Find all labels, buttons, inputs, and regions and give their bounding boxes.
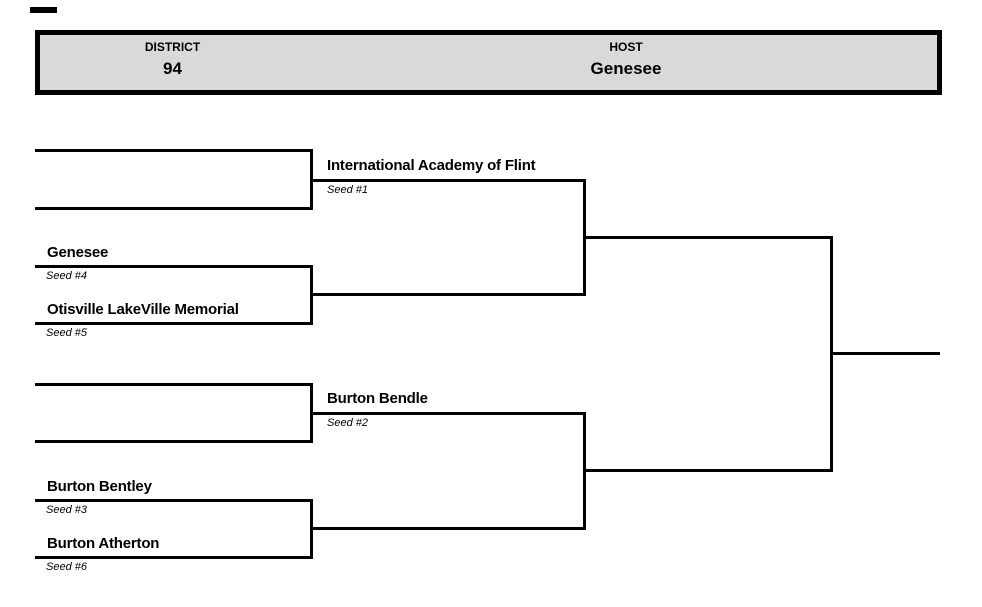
seed-label-seed5: Seed #5 bbox=[46, 327, 87, 339]
match-seed4-seed5-winner-line bbox=[313, 293, 586, 296]
page-edge-mark bbox=[30, 7, 57, 13]
seed-label-seed3: Seed #3 bbox=[46, 504, 87, 516]
playin-box-top-right-line bbox=[310, 149, 313, 210]
team-name-seed4: Genesee bbox=[47, 244, 109, 261]
final-join-line bbox=[830, 236, 833, 472]
semifinal-top-join-line bbox=[583, 179, 586, 296]
seed4-slot-line bbox=[35, 265, 313, 268]
match-seed4-seed5-join-line bbox=[310, 265, 313, 325]
header-box bbox=[35, 30, 942, 95]
seed3-slot-line bbox=[35, 499, 313, 502]
semifinal-bottom-join-line bbox=[583, 412, 586, 530]
semifinal-top-winner-line bbox=[586, 236, 833, 239]
champion-line bbox=[833, 352, 940, 355]
district-value: 94 bbox=[163, 59, 182, 78]
playin-box-top-lower-line bbox=[35, 207, 313, 210]
playin-box-bottom-right-line bbox=[310, 383, 313, 443]
host-label: HOST bbox=[609, 40, 643, 54]
playin-box-bottom-upper-line bbox=[35, 383, 313, 386]
seed6-slot-line bbox=[35, 556, 313, 559]
seed-label-seed2: Seed #2 bbox=[327, 417, 368, 429]
team-name-seed3: Burton Bentley bbox=[47, 478, 152, 495]
playin-box-bottom-lower-line bbox=[35, 440, 313, 443]
seed-label-seed1: Seed #1 bbox=[327, 184, 368, 196]
playin-box-top-upper-line bbox=[35, 149, 313, 152]
team-name-seed1: International Academy of Flint bbox=[327, 157, 536, 174]
team-name-seed5: Otisville LakeVille Memorial bbox=[47, 301, 239, 318]
host-value: Genesee bbox=[590, 59, 662, 78]
district-label: DISTRICT bbox=[144, 40, 201, 54]
team-name-seed6: Burton Atherton bbox=[47, 535, 160, 552]
seed5-slot-line bbox=[35, 322, 313, 325]
semifinal-bottom-winner-line bbox=[586, 469, 833, 472]
seed2-slot-line bbox=[313, 412, 586, 415]
team-name-seed2: Burton Bendle bbox=[327, 390, 428, 407]
match-seed3-seed6-winner-line bbox=[313, 527, 586, 530]
seed-label-seed4: Seed #4 bbox=[46, 270, 87, 282]
seed1-slot-line bbox=[313, 179, 586, 182]
seed-label-seed6: Seed #6 bbox=[46, 561, 87, 573]
match-seed3-seed6-join-line bbox=[310, 499, 313, 559]
